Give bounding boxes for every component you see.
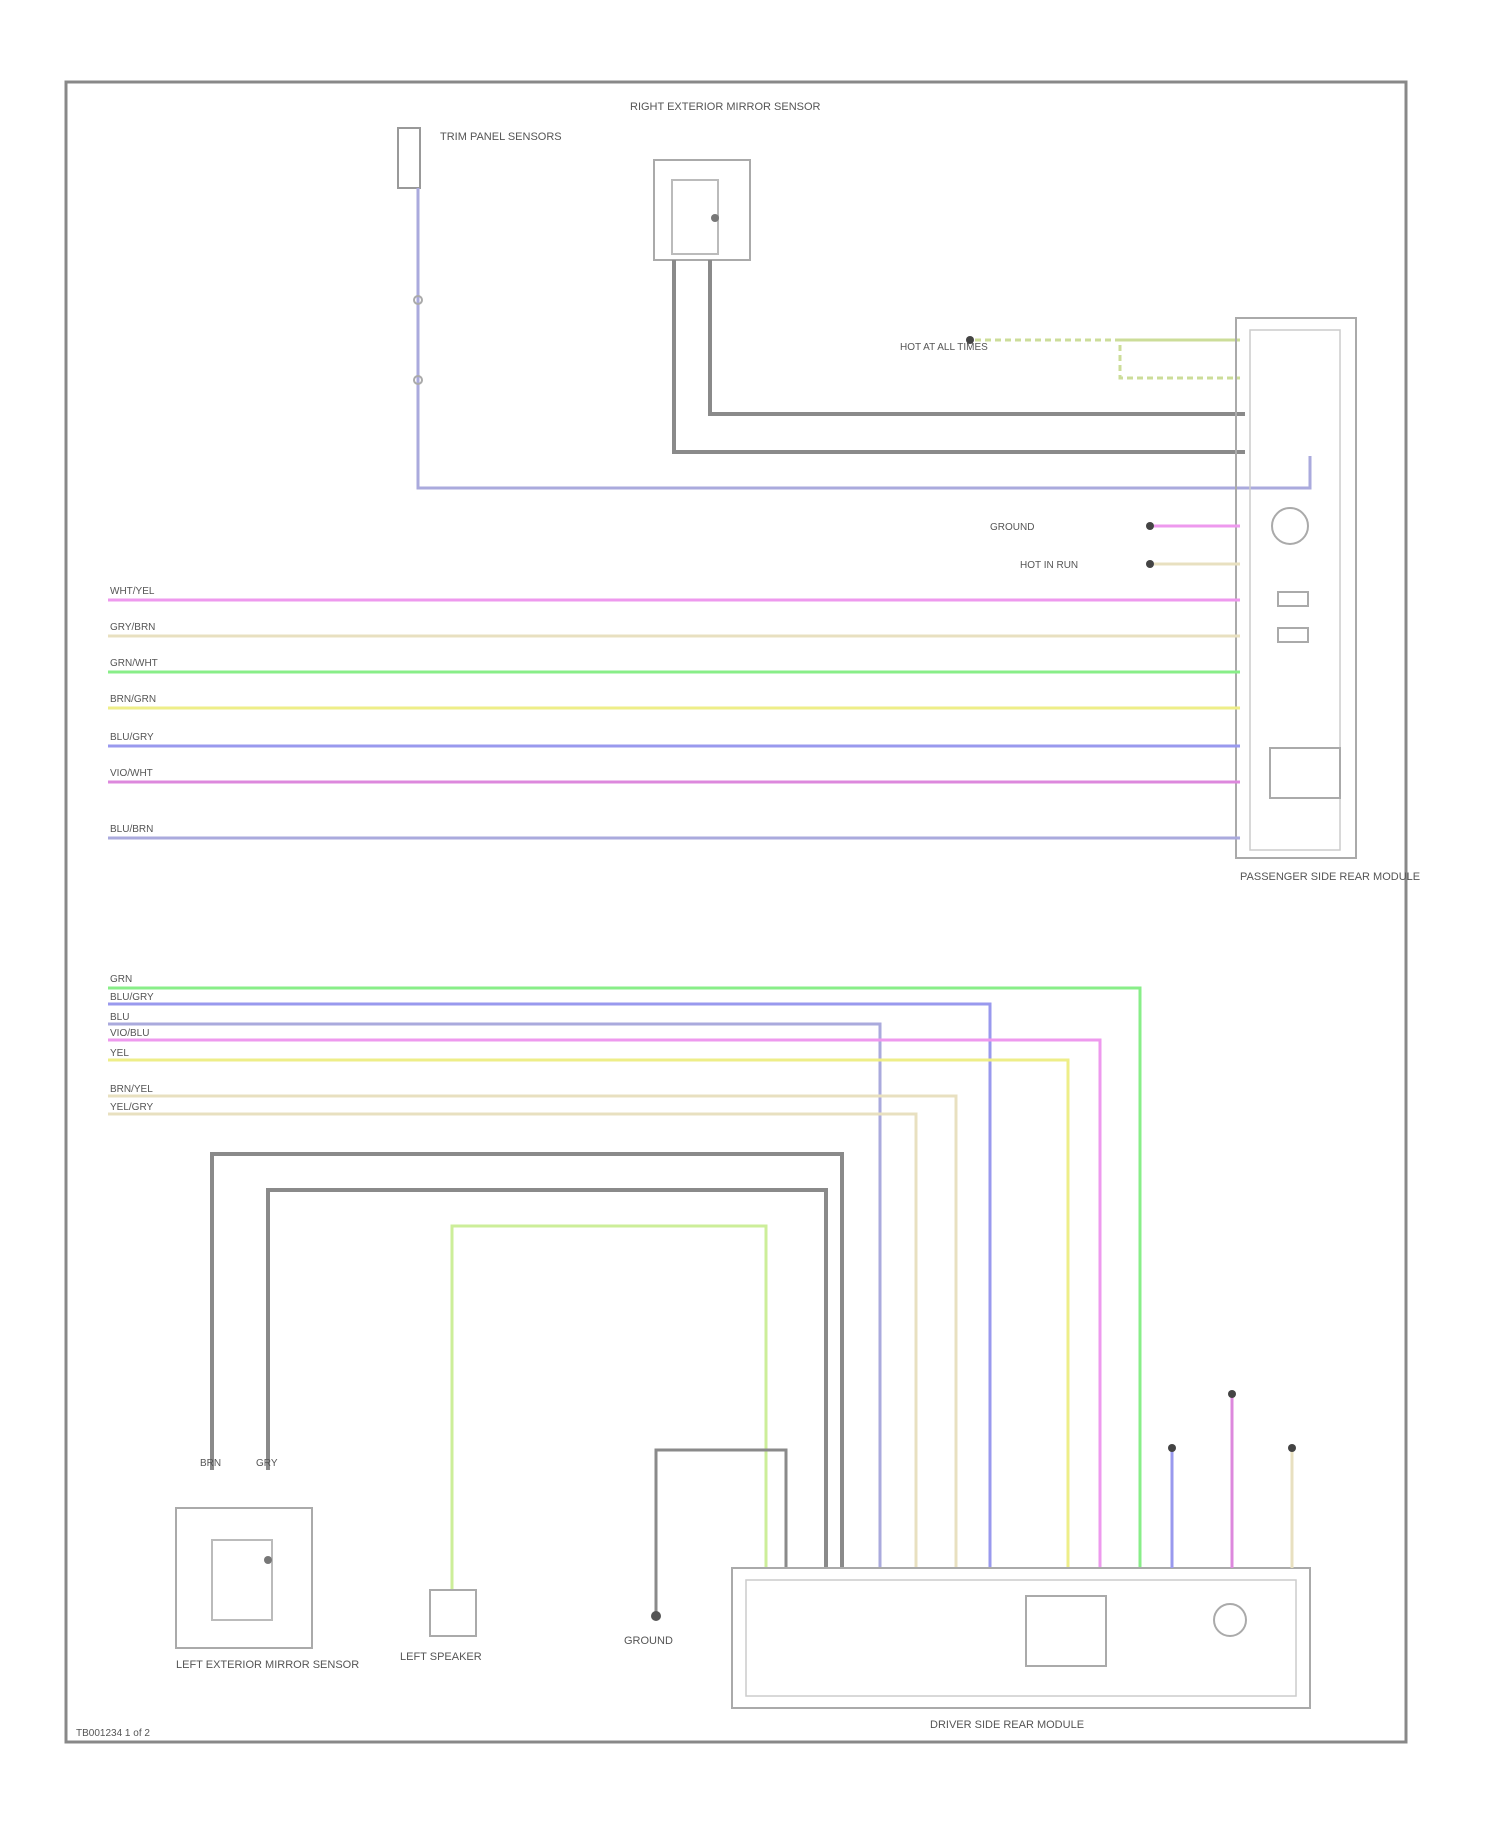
sensor-dot (264, 1556, 272, 1564)
left-sensor (176, 1508, 312, 1648)
wire-label-w1: WHT/YEL (110, 586, 155, 597)
wire-label-b2: BLU/GRY (110, 992, 154, 1003)
wire-label-w4: BRN/GRN (110, 694, 156, 705)
pin-label-2: GRY (256, 1458, 278, 1469)
power-label-c: HOT IN RUN (1020, 560, 1078, 571)
wire-gray-loop-1 (212, 1154, 842, 1568)
power-label-a: HOT AT ALL TIMES (900, 342, 988, 353)
wire-label-b6: BRN/YEL (110, 1084, 153, 1095)
sensor-dot (711, 214, 719, 222)
right-module-label: PASSENGER SIDE REAR MODULE (1240, 871, 1420, 883)
wire-label-b3: BLU (110, 1012, 129, 1023)
power-label-b: GROUND (990, 522, 1034, 533)
right-sensor-top-inner (672, 180, 718, 254)
left-sensor-inner (212, 1540, 272, 1620)
top-connector-label: TRIM PANEL SENSORS (440, 131, 562, 143)
wire-pink-bottom (108, 1040, 1100, 1568)
wire-cream-bottom-1 (108, 1096, 956, 1568)
wire-gray-loop-2 (268, 1190, 826, 1568)
pin-label-1: BRN (200, 1458, 221, 1469)
relay-symbol (1270, 748, 1340, 798)
resistor-1 (1278, 592, 1308, 606)
right-module (1236, 318, 1356, 858)
wire-label-b1: GRN (110, 974, 132, 985)
resistor-2 (1278, 628, 1308, 642)
diagram-code: TB001234 1 of 2 (76, 1728, 150, 1739)
wire-label-b4: VIO/BLU (110, 1028, 149, 1039)
wire-blue-bottom (108, 1004, 990, 1568)
wire-green-speaker (452, 1226, 766, 1590)
wire-label-w2: GRY/BRN (110, 622, 155, 633)
wire-gray-2 (710, 260, 1245, 414)
diagram-frame (66, 82, 1406, 1742)
left-speaker (430, 1590, 476, 1636)
wire-gray-1 (674, 260, 1245, 452)
wire-lavender-top (418, 188, 1310, 488)
feed-node (1168, 1444, 1176, 1452)
motor-symbol-bottom (1214, 1604, 1246, 1636)
relay-symbol-bottom (1026, 1596, 1106, 1666)
bottom-module-label: DRIVER SIDE REAR MODULE (930, 1719, 1084, 1731)
wire-cream-bottom-2 (108, 1114, 916, 1568)
center-ground-label: GROUND (624, 1635, 673, 1647)
motor-symbol (1272, 508, 1308, 544)
left-speaker-label: LEFT SPEAKER (400, 1651, 482, 1663)
bottom-module-inner (746, 1580, 1296, 1696)
wire-green-bottom (108, 988, 1140, 1568)
left-sensor-label: LEFT EXTERIOR MIRROR SENSOR (176, 1659, 359, 1671)
wire-label-w6: VIO/WHT (110, 768, 153, 779)
top-connector (398, 128, 420, 188)
run-node (1146, 560, 1154, 568)
wire-olive-power (975, 340, 1240, 378)
right-sensor-top-label: RIGHT EXTERIOR MIRROR SENSOR (630, 101, 821, 113)
feed-node (1288, 1444, 1296, 1452)
ground-node (1146, 522, 1154, 530)
power-node (966, 336, 974, 344)
right-sensor-top (654, 160, 750, 260)
wire-label-w3: GRN/WHT (110, 658, 158, 669)
bottom-module (732, 1568, 1310, 1708)
right-module-inner (1250, 330, 1340, 850)
wire-label-b7: YEL/GRY (110, 1102, 153, 1113)
wire-yellow-bottom (108, 1060, 1068, 1568)
ground-point (651, 1611, 661, 1621)
wire-lavender-bottom (108, 1024, 880, 1568)
wire-label-w5: BLU/GRY (110, 732, 154, 743)
wire-label-w7: BLU/BRN (110, 824, 153, 835)
wire-label-b5: YEL (110, 1048, 129, 1059)
feed-node (1228, 1390, 1236, 1398)
